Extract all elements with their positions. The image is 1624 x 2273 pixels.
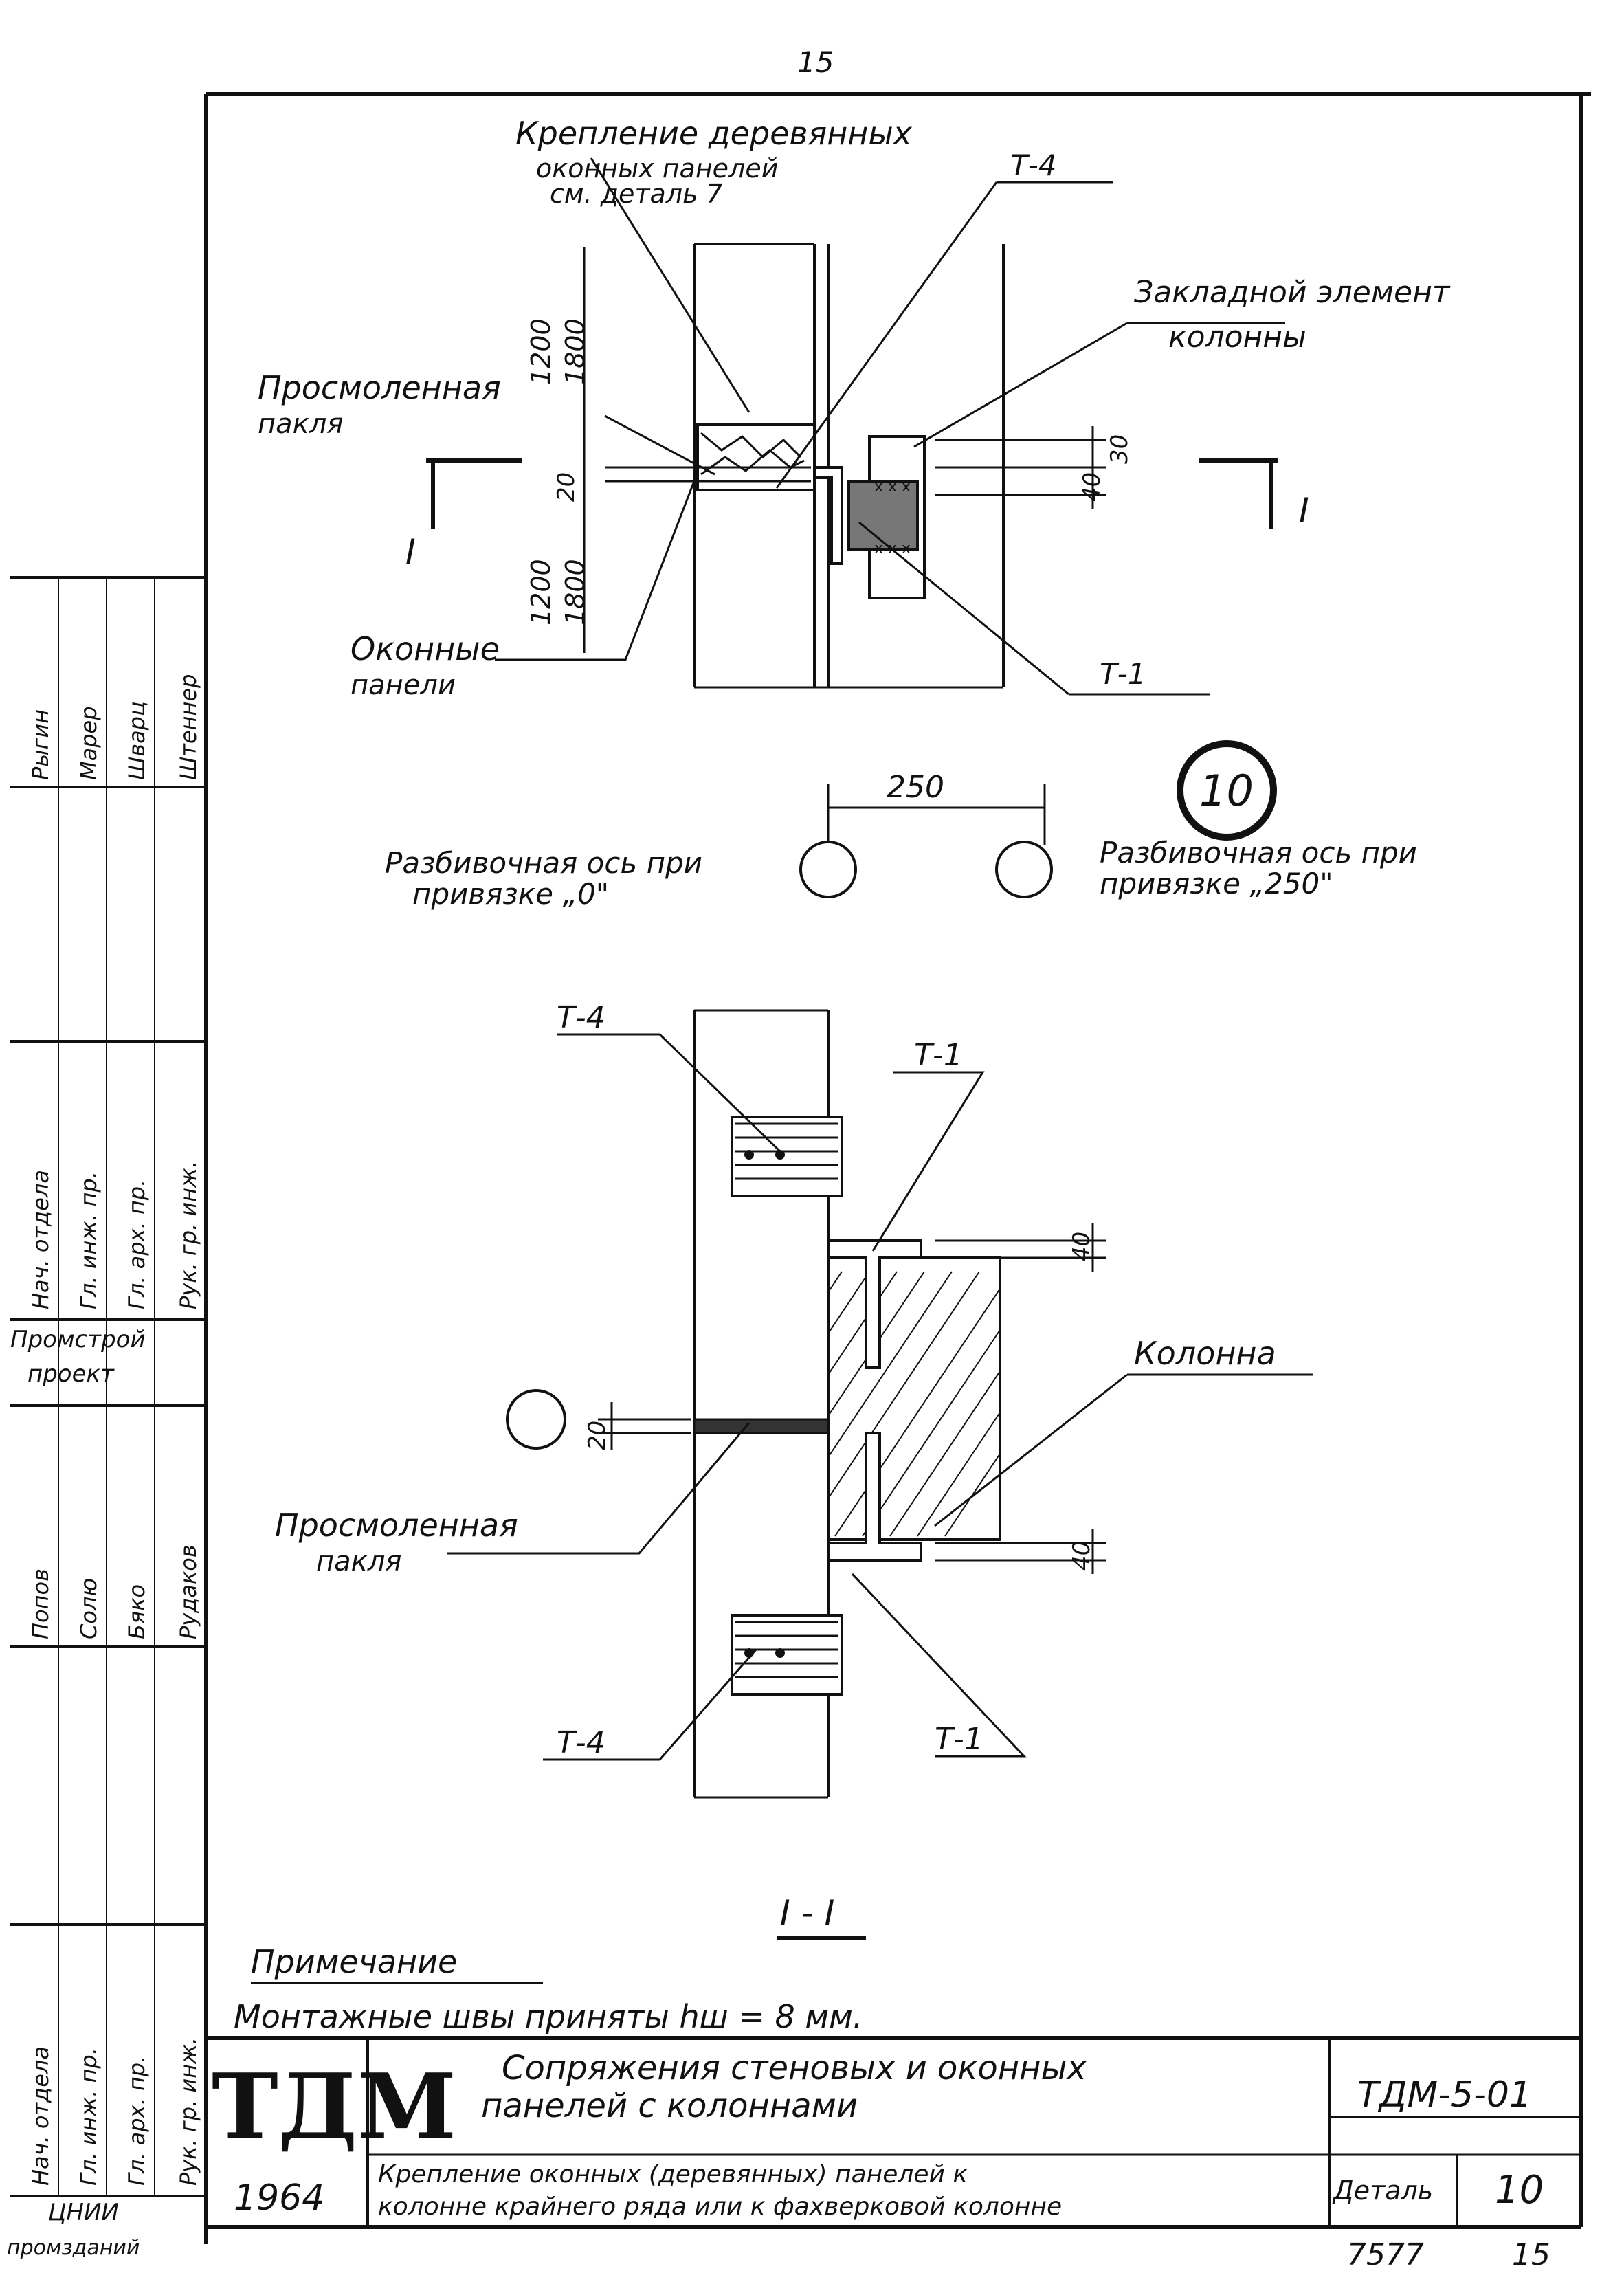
dim-20-plan: 20 xyxy=(553,472,580,502)
subtitle-line-2: колонне крайнего ряда или к фахверковой … xyxy=(378,2193,1062,2221)
section-view xyxy=(447,1009,1313,1940)
title-line-2: панелей с колоннами xyxy=(481,2087,858,2125)
label-embedded-2: колонны xyxy=(1168,320,1306,355)
stamp1-role-2: Гл. инж. пр. xyxy=(76,1171,102,1309)
label-fastening-3: см. деталь 7 xyxy=(550,179,723,209)
stamp2-name-1: Попов xyxy=(27,1568,54,1639)
title-block xyxy=(366,2038,1581,2227)
label-tarred-tow-plan: Просмоленная xyxy=(258,369,501,406)
stamp2-role-3: Гл. арх. пр. xyxy=(124,2056,150,2186)
org-1: Промстрой xyxy=(10,1326,146,1353)
label-tarred-tow-section: Просмоленная xyxy=(275,1507,518,1544)
section-mark-right: I xyxy=(1299,491,1309,531)
label-embedded: Закладной элемент xyxy=(1134,275,1451,310)
stamp2-name-3: Бяко xyxy=(124,1584,150,1639)
dim-1800-bot: 1800 xyxy=(560,559,590,625)
label-t1-section-top: Т-1 xyxy=(914,1038,963,1073)
detail-number: 10 xyxy=(1495,2168,1544,2213)
label-column: Колонна xyxy=(1134,1335,1276,1372)
plan-view: x x x x x x xyxy=(426,157,1285,898)
note-heading: Примечание xyxy=(251,1943,457,1980)
dim-40-plan: 40 xyxy=(1078,472,1106,502)
label-t1-plan: Т-1 xyxy=(1100,657,1146,691)
subtitle-line-1: Крепление оконных (деревянных) панелей к xyxy=(378,2160,968,2188)
stamp1-name-1: Рыгин xyxy=(27,709,54,780)
section-title: I - I xyxy=(780,1893,834,1933)
dim-40-section-top: 40 xyxy=(1068,1232,1095,1261)
dim-30-plan: 30 xyxy=(1106,434,1133,464)
axis-left-label: Разбивочная ось при xyxy=(385,846,702,880)
stamp1-name-2: Марер xyxy=(76,706,102,780)
stamp2-role-2: Гл. инж. пр. xyxy=(76,2048,102,2186)
year: 1964 xyxy=(234,2177,324,2219)
label-t1-section-bot: Т-1 xyxy=(935,1722,983,1757)
label-t4-section-top: Т-4 xyxy=(557,1000,605,1035)
page-number-top: 15 xyxy=(797,45,834,79)
tarred-tow-block xyxy=(696,423,816,491)
side-stamp xyxy=(10,576,206,2197)
stamp2-name-2: Солю xyxy=(76,1578,102,1639)
logo: ТДМ xyxy=(212,2054,456,2159)
title-line-1: Сопряжения стеновых и оконных xyxy=(502,2049,1087,2087)
axis-circle-0 xyxy=(799,841,857,898)
dim-1200-bot: 1200 xyxy=(526,559,556,625)
stamp2-name-4: Рудаков xyxy=(175,1544,201,1639)
detail-marker-circle xyxy=(1177,740,1277,841)
archive-number: 7577 xyxy=(1347,2237,1424,2272)
axis-right-label-2: привязке „250" xyxy=(1100,867,1333,900)
axis-circle-250 xyxy=(995,841,1053,898)
detail-label: Деталь xyxy=(1332,2175,1433,2206)
stamp1-name-3: Шварц xyxy=(124,701,150,780)
column-section xyxy=(827,1256,1001,1541)
stamp1-role-1: Нач. отдела xyxy=(27,1170,54,1309)
stamp1-name-4: Штеннер xyxy=(175,674,201,780)
drawing-code: ТДМ-5-01 xyxy=(1357,2074,1532,2116)
dim-1800-top: 1800 xyxy=(560,318,590,385)
stamp2-role-4: Рук. гр. инж. xyxy=(175,2037,201,2186)
label-t4-section-bot: Т-4 xyxy=(557,1725,605,1760)
dim-20-section: 20 xyxy=(583,1421,611,1450)
label-t4-plan: Т-4 xyxy=(1010,148,1057,182)
detail-marker-number: 10 xyxy=(1199,766,1254,816)
org-1-2: проект xyxy=(27,1360,115,1388)
stamp2-role-1: Нач. отдела xyxy=(27,2046,54,2186)
label-tarred-tow-plan-2: пакля xyxy=(258,408,343,440)
sheet-frame xyxy=(204,92,1591,2244)
label-tarred-tow-section-2: пакля xyxy=(316,1546,401,1577)
section-mark-left: I xyxy=(405,532,416,572)
label-window-panels: Оконные xyxy=(351,630,500,667)
dim-1200-top: 1200 xyxy=(526,318,556,385)
axis-circle-section xyxy=(506,1389,566,1450)
axis-left-label-2: привязке „0" xyxy=(412,877,609,911)
label-fastening-2: оконных панелей xyxy=(536,153,778,184)
dim-250: 250 xyxy=(887,770,944,805)
note-text: Монтажные швы приняты hш = 8 мм. xyxy=(234,1998,863,2035)
org-2-2: промзданий xyxy=(7,2236,140,2260)
svg-text:x x x: x x x xyxy=(874,478,911,496)
label-fastening: Крепление деревянных xyxy=(515,115,913,152)
label-window-panels-2: панели xyxy=(351,669,456,701)
dim-40-section-bot: 40 xyxy=(1068,1541,1095,1571)
stamp1-role-3: Гл. арх. пр. xyxy=(124,1179,150,1309)
axis-right-label: Разбивочная ось при xyxy=(1100,836,1417,869)
tarred-tow-joint xyxy=(693,1418,830,1434)
org-2: ЦНИИ xyxy=(48,2199,119,2226)
stamp1-role-4: Рук. гр. инж. xyxy=(175,1161,201,1309)
page-number-bottom: 15 xyxy=(1512,2237,1550,2272)
